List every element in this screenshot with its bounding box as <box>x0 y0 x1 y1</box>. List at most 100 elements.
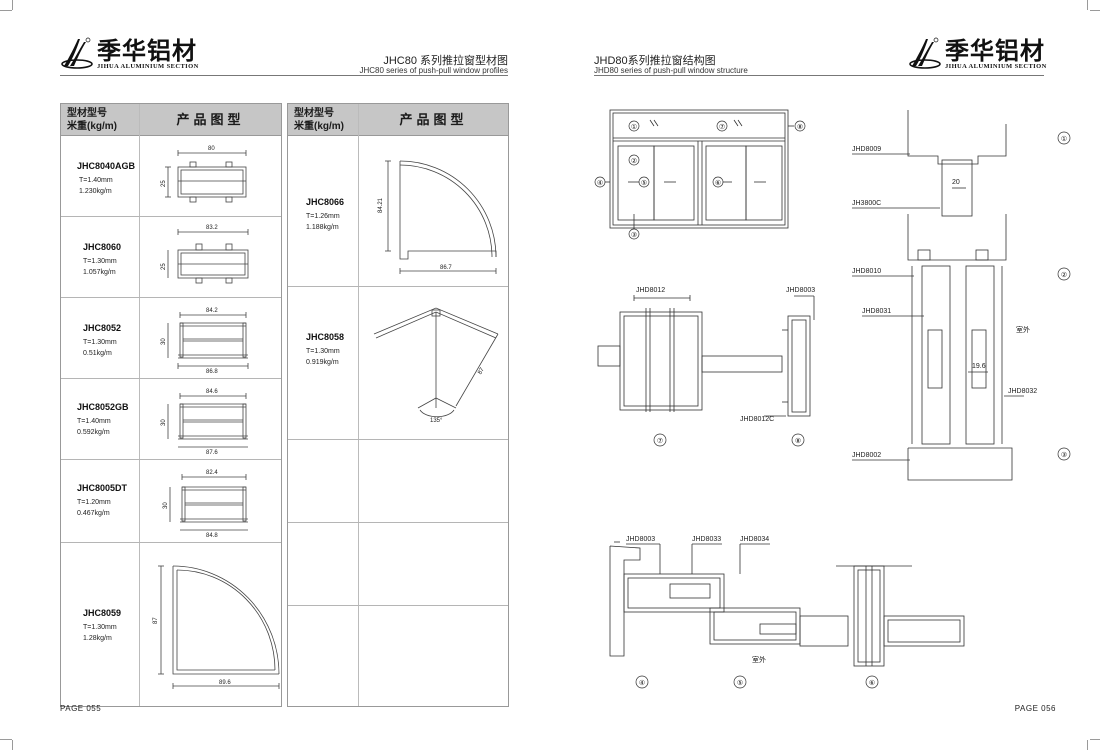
dimension-label: 87.6 <box>206 450 218 456</box>
crop-mark <box>1087 740 1088 750</box>
table-row <box>288 441 508 523</box>
dimension-label: 84.2 <box>206 308 218 314</box>
dimension-label: 30 <box>161 419 167 426</box>
profile-code: JHC8058 <box>306 332 345 342</box>
brand-logo: 季华铝材 JIHUA ALUMINIUM SECTION <box>60 36 199 70</box>
table-header: 型材型号 米重(kg/m) 产品图型 <box>288 104 508 136</box>
brand-name-en: JIHUA ALUMINIUM SECTION <box>97 63 199 70</box>
brand-name-cn: 季华铝材 <box>945 37 1045 65</box>
profile-drawing: 83.2 25 <box>161 225 249 284</box>
callout-label: ⑦ <box>719 123 725 131</box>
part-label: JHD8010 <box>852 268 881 275</box>
dimension-label: 86.7 <box>440 265 452 271</box>
header-product-drawing: 产品图型 <box>399 112 468 127</box>
callout-label: ⑦ <box>657 437 663 445</box>
page-subtitle: JHD80 series of push-pull window structu… <box>594 66 748 75</box>
callout-label: ③ <box>1061 451 1067 459</box>
crop-mark <box>1087 0 1088 10</box>
part-label: JHD8032 <box>1008 388 1037 395</box>
callout-3 <box>628 228 640 240</box>
callout-8 <box>791 433 805 447</box>
dimension-label: 87 <box>153 617 159 624</box>
profile-code: JHC8052GB <box>77 402 129 412</box>
profile-drawing: 84.2 30 86.8 <box>161 308 249 375</box>
callout-2 <box>1057 267 1071 281</box>
callout-label: ② <box>631 157 637 165</box>
part-label: JHD8003 <box>786 287 815 294</box>
column-divider <box>358 104 359 706</box>
callout-7 <box>653 433 667 447</box>
dimension-label: 84.8 <box>206 533 218 539</box>
callout-4 <box>594 176 606 188</box>
section-detail-1-2-3: JHD8009 JH3800C JHD8010 JHD8031 JHD8032 … <box>852 110 1071 481</box>
part-label: JHD8033 <box>692 536 721 543</box>
callout-2 <box>628 154 640 166</box>
dimension-label: 86.8 <box>206 369 218 375</box>
page-title: JHC80 系列推拉窗型材图 <box>383 55 508 67</box>
page-number: PAGE 056 <box>1014 704 1056 713</box>
part-label: JHD8003 <box>626 536 655 543</box>
page-number: PAGE 055 <box>60 704 102 713</box>
section-detail-7-8: JHD8012 JHD8003 JHD8012C ⑦ ⑧ <box>597 287 815 447</box>
callout-6 <box>865 675 879 689</box>
callout-label: ⑥ <box>715 179 721 187</box>
part-label: JH3800C <box>852 200 881 207</box>
window-elevation-diagram: ① ② ③ ④ ⑤ ⑥ ⑦ ⑧ <box>594 109 806 240</box>
callout-8 <box>794 120 806 132</box>
column-divider <box>139 104 140 706</box>
dimension-label: 84.6 <box>206 389 218 395</box>
dimension-label: 20 <box>952 179 960 186</box>
dimension-label: 80 <box>208 146 215 152</box>
profile-code: JHC8060 <box>83 242 122 252</box>
page-title: JHD80系列推拉窗结构图 <box>594 55 716 67</box>
profile-drawing: 87 89.6 <box>153 565 280 689</box>
callout-6 <box>712 176 724 188</box>
header-model-weight: 型材型号 米重(kg/m) <box>67 108 117 132</box>
dimension-label: 82.4 <box>206 470 218 476</box>
callout-5 <box>638 176 650 188</box>
profile-code: JHC8066 <box>306 197 345 207</box>
callout-label: ⑥ <box>869 679 875 687</box>
profile-code: JHC8052 <box>83 323 122 333</box>
callout-1 <box>1057 131 1071 145</box>
brand-logo-icon <box>61 37 93 69</box>
dimension-label: 30 <box>163 502 169 509</box>
part-label: JHD8012 <box>636 287 665 294</box>
dimension-label: 83.2 <box>206 225 218 231</box>
header-rule <box>594 75 1044 76</box>
callout-label: ① <box>1061 135 1067 143</box>
dimension-label: 19.6 <box>972 363 986 370</box>
callout-label: ① <box>631 123 637 131</box>
brand-name-en: JIHUA ALUMINIUM SECTION <box>945 63 1047 70</box>
profile-code: JHC8059 <box>83 608 122 618</box>
callout-label: ④ <box>639 679 645 687</box>
profile-code: JHC8005DT <box>77 483 128 493</box>
dimension-label: 25 <box>161 263 167 270</box>
brand-logo: 季华铝材 JIHUA ALUMINIUM SECTION <box>908 36 1047 70</box>
table-row <box>288 607 508 706</box>
callout-label: ③ <box>631 231 637 239</box>
dimension-label: 25 <box>161 180 167 187</box>
profile-drawing: 80 25 <box>161 146 247 203</box>
callout-4 <box>635 675 649 689</box>
brand-logo-icon <box>909 37 941 69</box>
header-rule <box>60 75 508 76</box>
part-label: JHD8002 <box>852 452 881 459</box>
callout-label: ② <box>1061 271 1067 279</box>
dimension-label: 84.21 <box>378 197 384 213</box>
callout-label: ⑤ <box>641 179 647 187</box>
